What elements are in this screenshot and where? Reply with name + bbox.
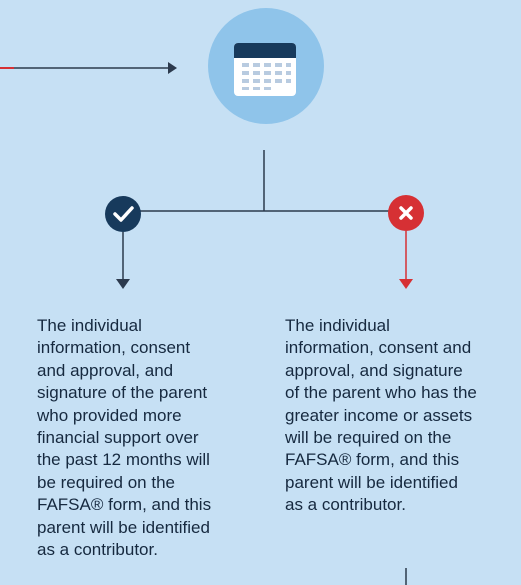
left-branch-text: The individual information, consent and … — [37, 316, 212, 560]
right-branch-text: The individual information, consent and … — [285, 316, 477, 515]
check-icon — [113, 206, 134, 222]
check-badge — [105, 196, 141, 232]
right-down-arrowhead — [399, 279, 413, 289]
calendar-icon — [234, 43, 296, 96]
left-down-arrowhead — [116, 279, 130, 289]
x-icon — [399, 206, 413, 220]
incoming-arrowhead — [168, 62, 177, 74]
calendar-node — [208, 8, 324, 124]
x-badge — [388, 195, 424, 231]
